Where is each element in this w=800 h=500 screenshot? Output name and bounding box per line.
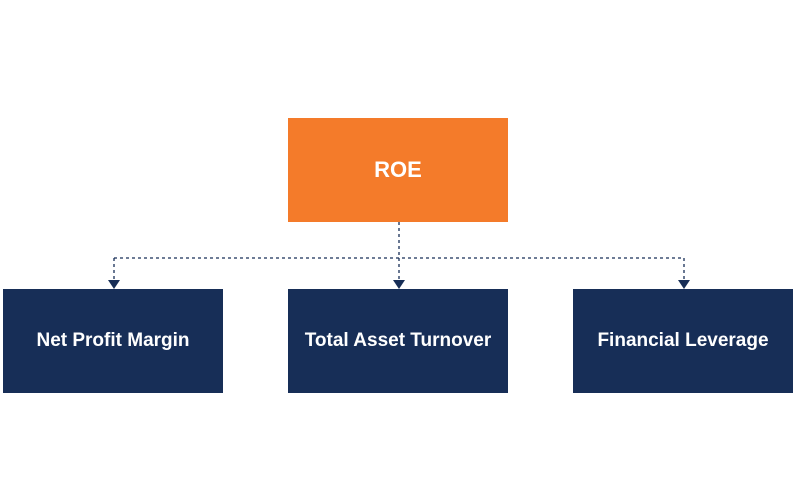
net-profit-margin-node: Net Profit Margin xyxy=(3,289,223,393)
financial-leverage-label: Financial Leverage xyxy=(597,330,769,351)
financial-leverage-node: Financial Leverage xyxy=(573,289,793,393)
arrowhead-3 xyxy=(678,280,690,289)
arrowhead-1 xyxy=(108,280,120,289)
roe-node-label: ROE xyxy=(374,157,422,182)
net-profit-margin-label: Net Profit Margin xyxy=(36,330,190,351)
total-asset-turnover-label: Total Asset Turnover xyxy=(304,330,492,351)
arrowhead-2 xyxy=(393,280,405,289)
total-asset-turnover-node: Total Asset Turnover xyxy=(288,289,508,393)
roe-node: ROE xyxy=(288,118,508,222)
